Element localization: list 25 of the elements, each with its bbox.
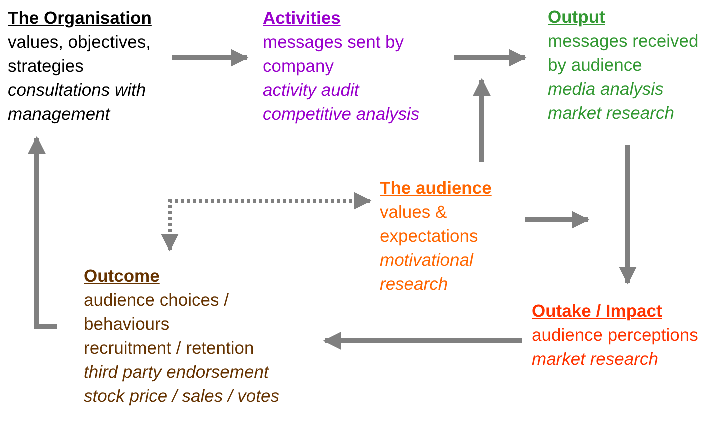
arrow (619, 145, 637, 285)
heading: Activities (263, 7, 342, 30)
dotted-arrow (161, 192, 372, 252)
heading: The Organisation (8, 7, 153, 30)
method-note: third party endorsement (84, 361, 270, 384)
arrow (28, 136, 57, 330)
method-note: stock price / sales / votes (84, 385, 280, 408)
arrow (454, 49, 527, 67)
description: recruitment / retention (84, 337, 256, 360)
method-note: consultations with management (8, 79, 148, 126)
method-note: activity audit (263, 79, 361, 102)
arrow (473, 78, 491, 162)
method-note: market research (548, 102, 676, 125)
method-note: motivational research (380, 249, 475, 296)
heading: Output (548, 6, 606, 29)
arrow (172, 49, 249, 67)
heading: The audience (380, 177, 493, 200)
method-note: media analysis (548, 78, 665, 101)
method-note: market research (532, 348, 660, 371)
description: audience perceptions (532, 324, 700, 347)
heading: Outake / Impact (532, 300, 664, 323)
heading: Outcome (84, 265, 161, 288)
arrow (525, 211, 590, 229)
method-note: competitive analysis (263, 103, 421, 126)
arrow (323, 332, 522, 350)
